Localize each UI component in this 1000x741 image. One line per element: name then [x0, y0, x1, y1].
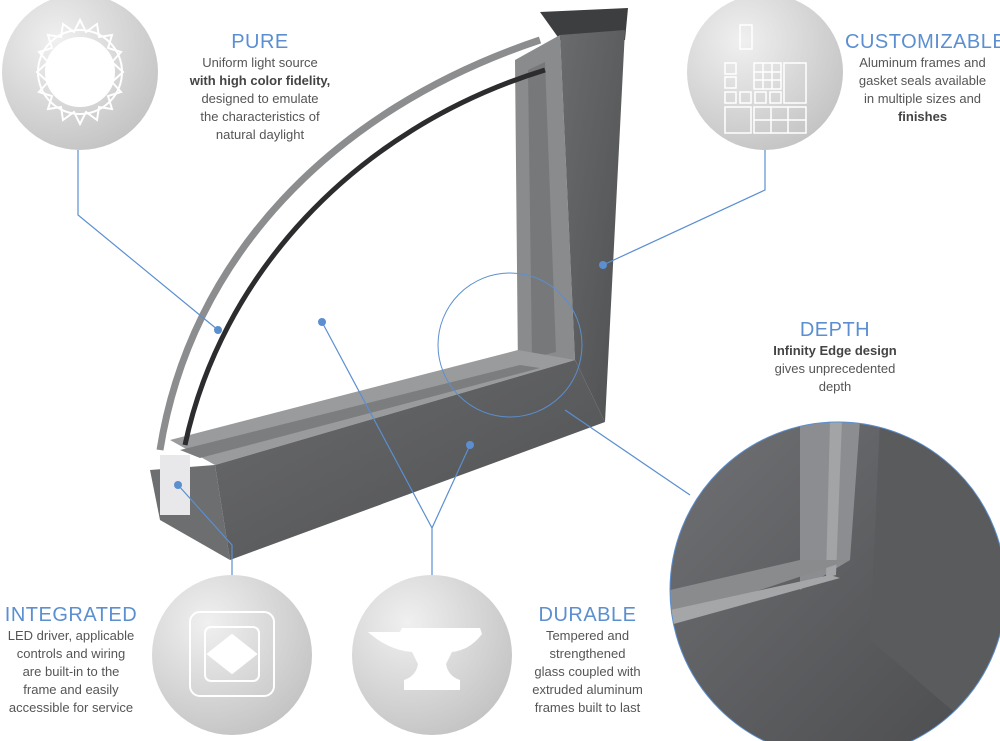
- focus-circle: [437, 272, 583, 418]
- integrated-line-4: frame and easily: [23, 682, 119, 697]
- pure-line-1: Uniform light source: [202, 55, 318, 70]
- customizable-line-1: Aluminum frames and: [859, 55, 986, 70]
- durable-line-2: strengthened: [549, 646, 626, 661]
- depth-line-2: gives unprecedented: [774, 361, 896, 376]
- sun-icon: [35, 17, 125, 127]
- inner-glass-pane: [182, 67, 546, 446]
- outer-glass-pane: [156, 36, 542, 451]
- durable-line-4: extruded aluminum: [532, 682, 643, 697]
- integrated-line-5: accessible for service: [8, 700, 134, 715]
- depth-detail-image: [670, 422, 1000, 741]
- integrated-feature: INTEGRATED LED driver, applicable contro…: [0, 603, 142, 717]
- pure-line-3: designed to emulate: [201, 91, 319, 106]
- led-driver-icon: [189, 611, 275, 697]
- pure-line-2: with high color fidelity,: [189, 73, 331, 88]
- customizable-circle: [687, 0, 843, 150]
- depth-title: DEPTH: [799, 319, 871, 341]
- pure-title: PURE: [231, 31, 289, 53]
- depth-feature: DEPTH Infinity Edge design gives unprece…: [755, 318, 915, 396]
- customizable-title: CUSTOMIZABLE: [845, 31, 1000, 53]
- depth-circle-outline: [669, 421, 1000, 741]
- pure-feature: PURE Uniform light source with high colo…: [170, 30, 350, 144]
- integrated-title: INTEGRATED: [4, 604, 138, 626]
- durable-title: DURABLE: [538, 604, 637, 626]
- customizable-feature: CUSTOMIZABLE Aluminum frames and gasket …: [845, 30, 1000, 126]
- connector-lines: [77, 150, 766, 575]
- connector-dots: [174, 261, 607, 489]
- durable-line-1: Tempered and: [545, 628, 630, 643]
- customizable-line-3: in multiple sizes and: [863, 91, 982, 106]
- frame-sizes-icon: [724, 24, 807, 134]
- pure-line-4: the characteristics of: [200, 109, 320, 124]
- durable-line-3: glass coupled with: [534, 664, 641, 679]
- integrated-line-1: LED driver, applicable: [7, 628, 135, 643]
- integrated-line-2: controls and wiring: [16, 646, 126, 661]
- anvil-icon: [368, 628, 482, 690]
- depth-line-1: Infinity Edge design: [773, 343, 897, 358]
- depth-line-3: depth: [818, 379, 852, 394]
- customizable-line-2: gasket seals available: [858, 73, 987, 88]
- window-frame: [150, 8, 628, 560]
- pure-line-5: natural daylight: [215, 127, 305, 142]
- durable-line-5: frames built to last: [534, 700, 641, 715]
- durable-feature: DURABLE Tempered and strengthened glass …: [515, 603, 660, 717]
- customizable-line-4: finishes: [897, 109, 948, 124]
- integrated-line-3: are built-in to the: [22, 664, 120, 679]
